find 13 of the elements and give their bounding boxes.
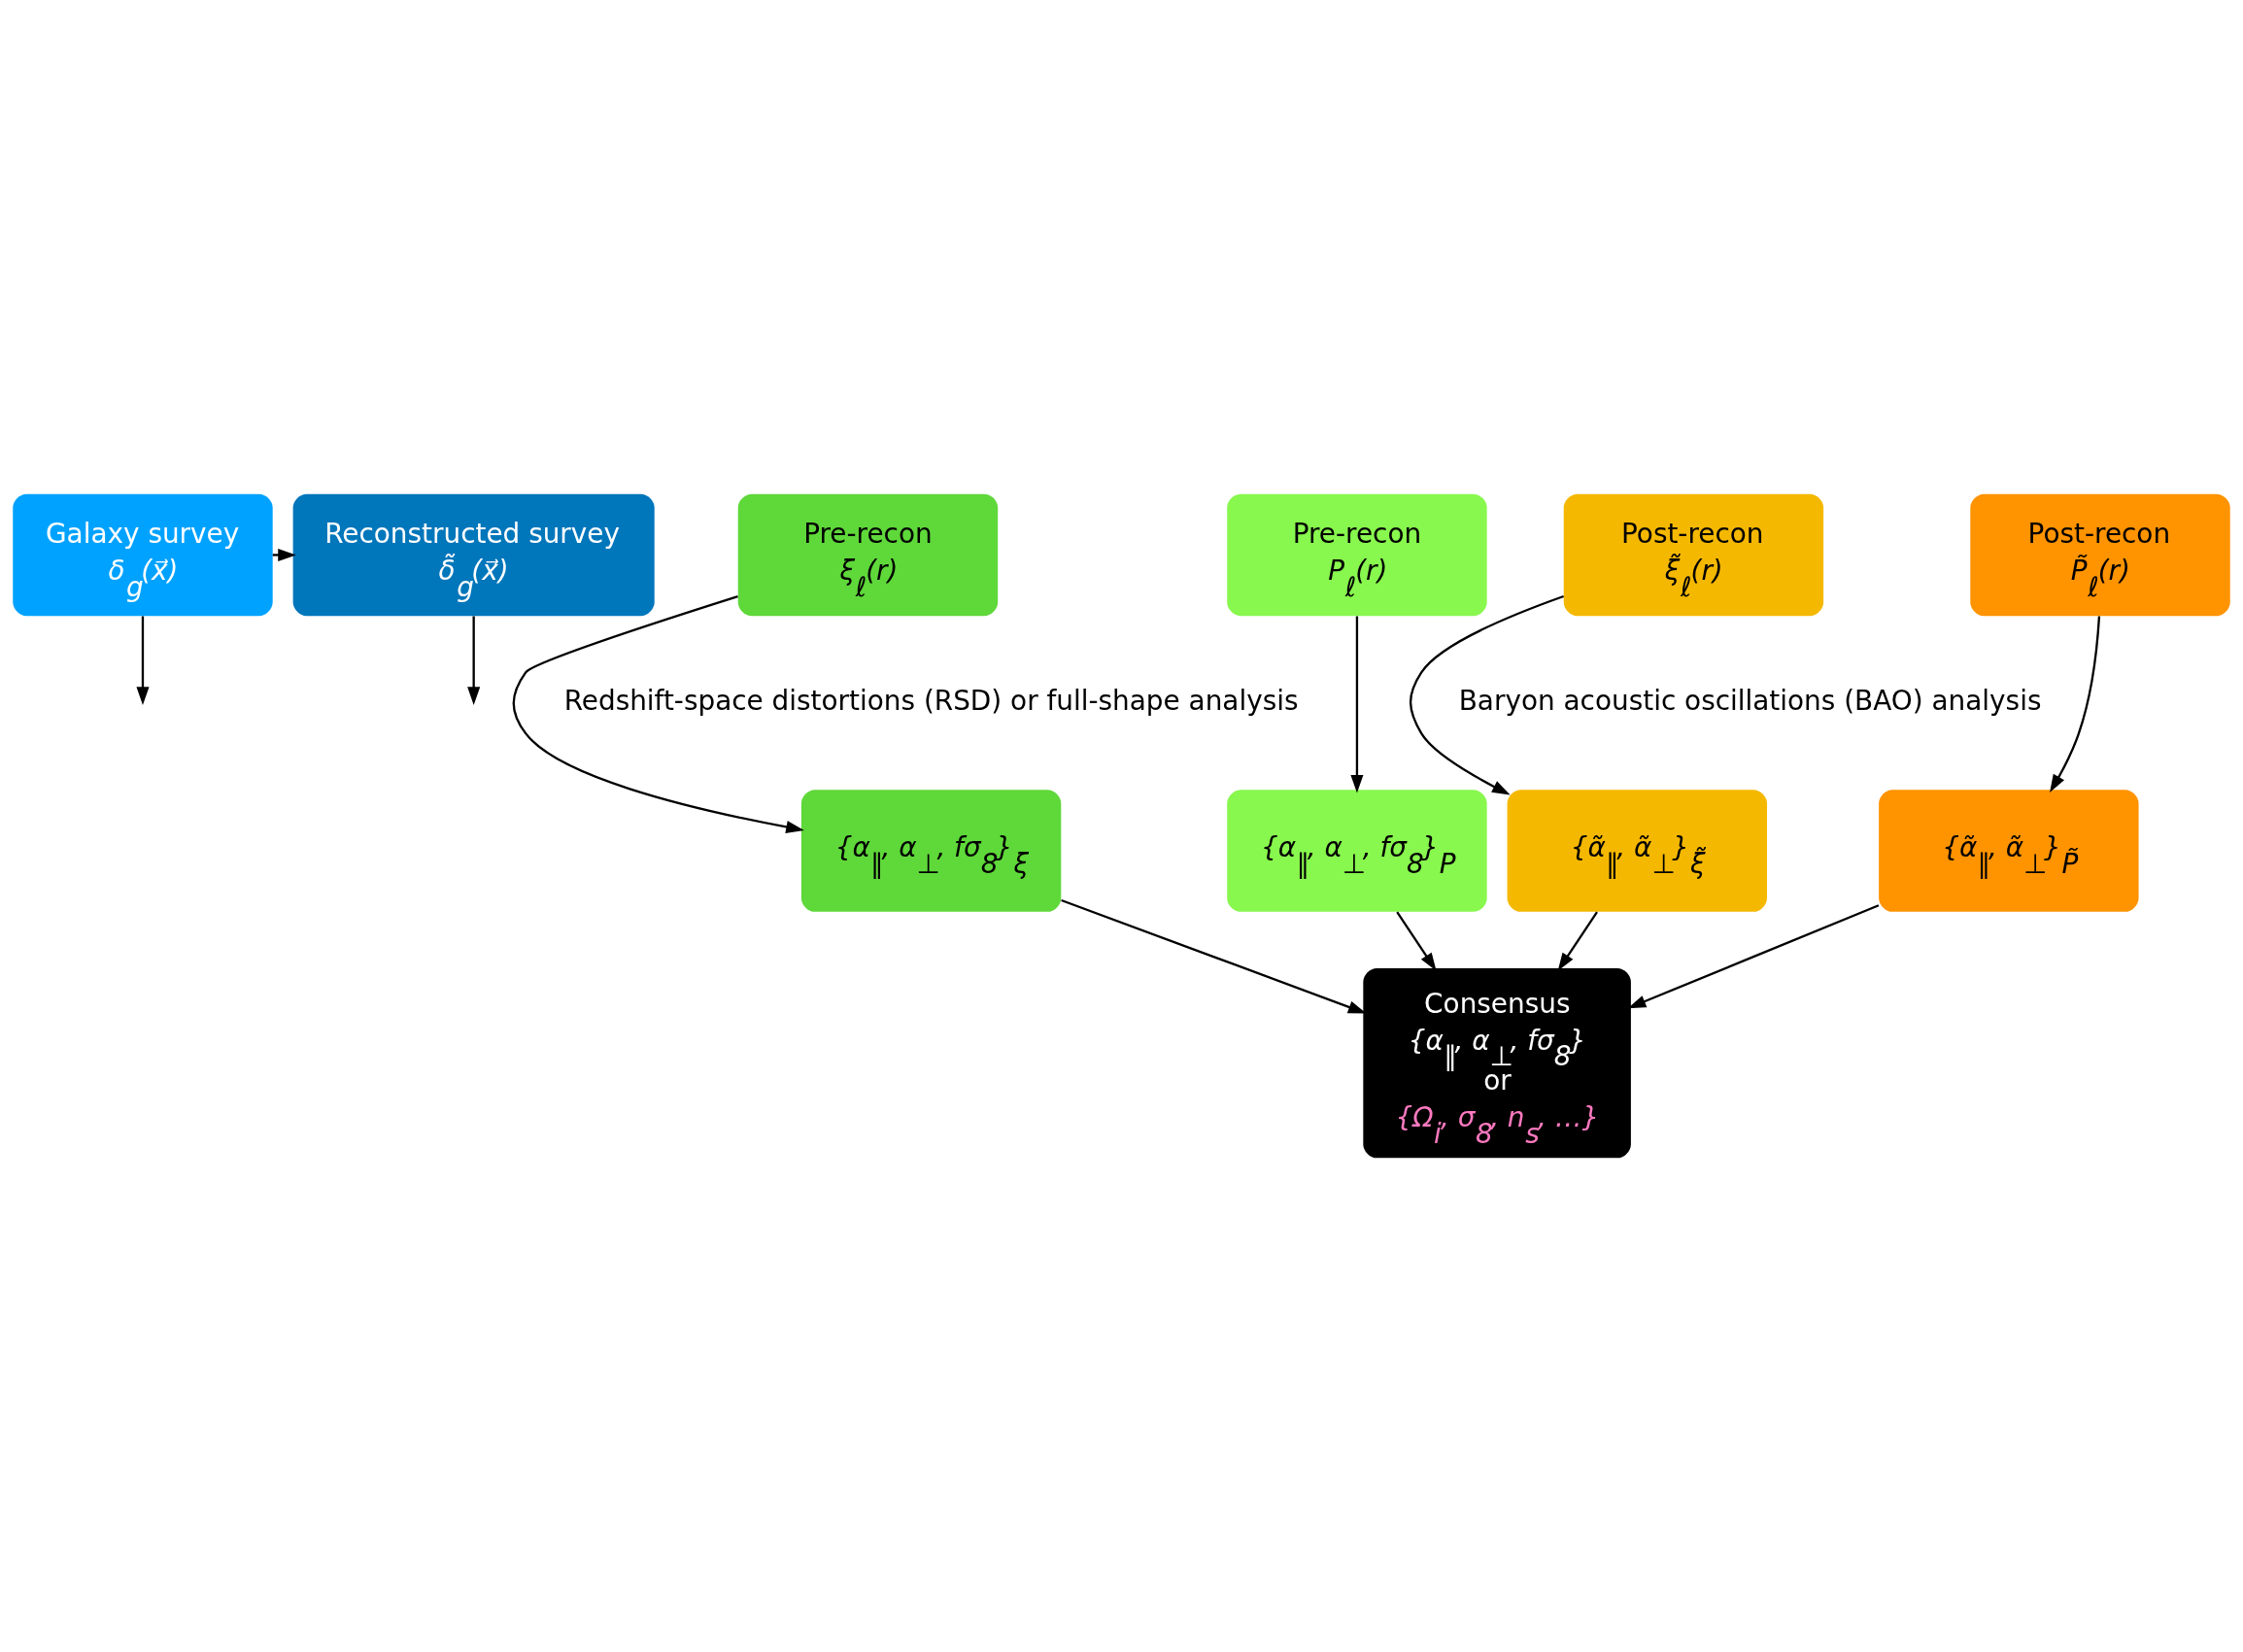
arrow [1061, 898, 1367, 1014]
arrow [512, 595, 804, 833]
arrow [1409, 594, 1565, 795]
arrow [136, 616, 150, 705]
arrow [272, 548, 296, 561]
arrow [1627, 904, 1880, 1009]
arrow [1396, 911, 1437, 971]
arrow [1557, 911, 1598, 971]
arrow [2050, 616, 2101, 793]
arrow [467, 616, 481, 705]
arrow [1350, 616, 1364, 793]
label: Redshift-space distortions (RSD) or full-shape analysis [563, 684, 1299, 717]
label: Baryon acoustic oscillations (BAO) analysis [1458, 684, 2042, 717]
